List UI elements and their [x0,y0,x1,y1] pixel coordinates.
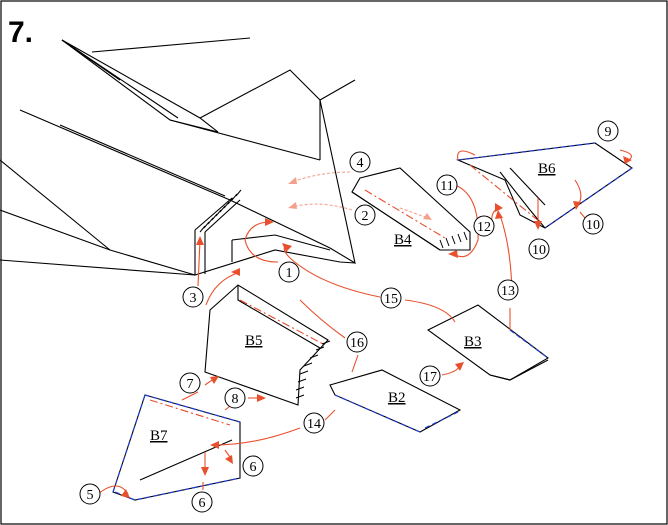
svg-text:2: 2 [362,209,369,224]
step-marker: 9 [597,120,619,142]
wing-hinge-hatch [199,189,242,233]
step-markers: 1 2 3 4 5 6 6 7 8 9 10 10 11 12 13 14 15… [79,120,619,513]
step-marker: 3 [182,286,204,308]
step-marker: 5 [79,483,101,505]
step-marker: 6 [242,455,264,477]
step-marker: 10 [582,213,604,235]
svg-text:5: 5 [87,488,94,503]
svg-text:6: 6 [199,496,206,511]
panel-label-b7: B7 [150,428,168,444]
step-marker: 16 [346,331,368,353]
panel-b7: B7 [112,394,241,501]
svg-text:12: 12 [477,220,491,235]
step-marker: 13 [497,279,519,301]
step-marker: 14 [303,412,325,434]
panel-b6: B6 [455,142,633,229]
step-marker: 10 [528,238,550,260]
svg-text:3: 3 [190,291,197,306]
panel-b3: B3 [426,304,549,381]
step-marker: 17 [419,365,441,387]
panel-label-b4: B4 [394,232,412,248]
step-marker: 6 [191,491,213,513]
svg-text:8: 8 [232,392,239,407]
panel-label-b5: B5 [245,333,263,349]
panel-b5: B5 [204,284,331,406]
figure-number: 7. [8,16,33,49]
svg-text:7: 7 [187,377,194,392]
step-marker: 1 [278,261,300,283]
step-marker: 7 [179,372,201,394]
step-marker: 2 [354,204,376,226]
svg-text:1: 1 [286,266,293,281]
panel-b4: B4 [351,167,471,251]
step-marker: 8 [224,387,246,409]
svg-text:10: 10 [586,218,600,233]
step-marker: 15 [380,287,402,309]
svg-text:16: 16 [350,336,364,351]
svg-text:11: 11 [440,179,453,194]
step-marker: 11 [436,174,458,196]
panel-label-b3: B3 [464,334,482,350]
assembly-arrows [97,149,632,498]
panel-b2: B2 [329,369,462,433]
step-marker: 4 [349,151,371,173]
panel-label-b6: B6 [538,161,556,177]
svg-text:17: 17 [423,370,437,385]
svg-text:14: 14 [307,417,321,432]
svg-text:13: 13 [501,284,515,299]
step-marker: 12 [473,215,495,237]
aircraft-outline [0,37,356,276]
svg-text:9: 9 [605,125,612,140]
svg-text:15: 15 [384,292,398,307]
svg-text:4: 4 [357,156,364,171]
panel-label-b2: B2 [388,390,406,406]
svg-text:6: 6 [250,460,257,475]
svg-text:10: 10 [532,243,546,258]
